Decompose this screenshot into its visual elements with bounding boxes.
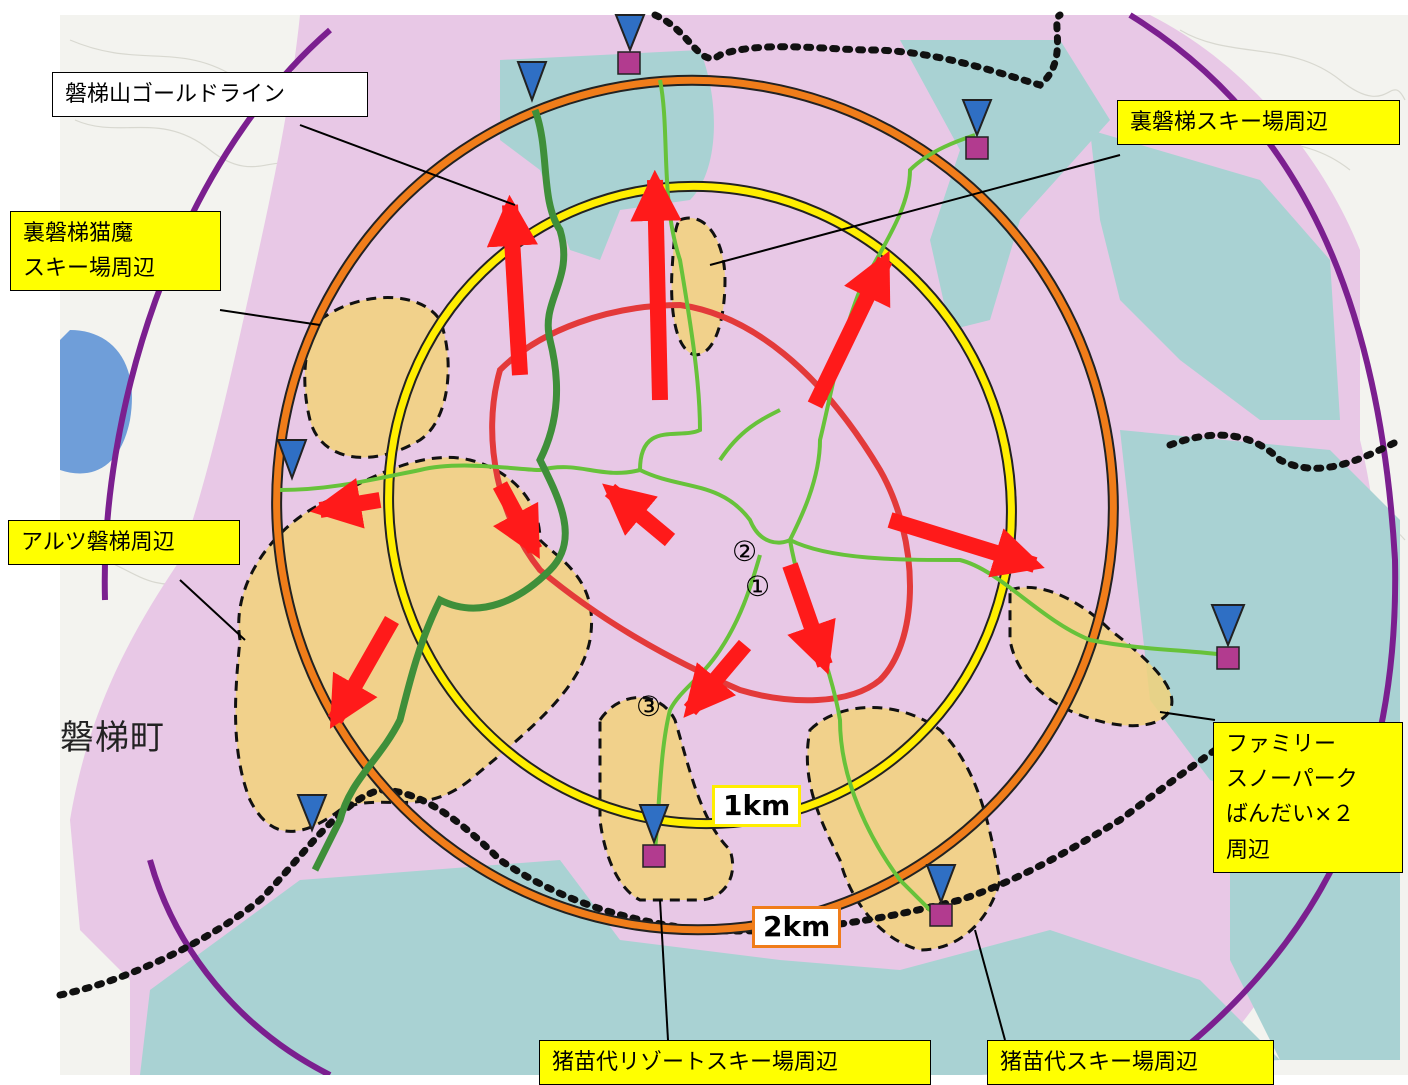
parking-marker xyxy=(961,99,993,160)
parking-marker xyxy=(638,804,670,868)
route-marker-1: ① xyxy=(745,570,771,603)
callout-inawashiro-resort-text: 猪苗代リゾートスキー場周辺 xyxy=(552,1050,839,1075)
callout-family-line3: ばんだい×２ xyxy=(1226,802,1355,828)
callout-inawashiro-ski-text: 猪苗代スキー場周辺 xyxy=(1000,1050,1199,1075)
route-marker-3: ③ xyxy=(636,690,662,723)
parking-marker xyxy=(276,439,308,481)
callout-gold-line: 磐梯山ゴールドライン xyxy=(52,72,368,118)
municipal-boundary xyxy=(56,11,1404,999)
callout-nekoma-line1: 裏磐梯猫魔 xyxy=(23,221,134,246)
parking-marker xyxy=(1210,604,1246,670)
callout-nekoma-line2: スキー場周辺 xyxy=(23,256,156,282)
callout-family-line4: 周辺 xyxy=(1226,837,1271,863)
callout-family: ファミリー スノーパーク ばんだい×２ 周辺 xyxy=(1213,722,1403,873)
parking-marker xyxy=(614,14,646,75)
callout-family-line1: ファミリー xyxy=(1226,732,1337,757)
parking-marker xyxy=(516,61,548,103)
town-name: 磐梯町 xyxy=(60,718,165,758)
parking-marker xyxy=(296,794,328,833)
ring-1km-label: 1km xyxy=(712,785,802,827)
route-marker-2: ② xyxy=(732,535,758,568)
ring-2km-label: 2km xyxy=(752,906,842,948)
callout-alts-text: アルツ磐梯周辺 xyxy=(21,530,175,555)
callout-urabandai-ski-text: 裏磐梯スキー場周辺 xyxy=(1130,110,1329,135)
callout-inawashiro-ski: 猪苗代スキー場周辺 xyxy=(987,1040,1274,1085)
callout-gold-line-text: 磐梯山ゴールドライン xyxy=(65,82,286,107)
flow-arrows xyxy=(309,169,1045,729)
parking-marker xyxy=(925,864,957,927)
parking-markers xyxy=(276,14,1246,927)
gold-line-road xyxy=(311,108,569,872)
callout-urabandai-ski: 裏磐梯スキー場周辺 xyxy=(1117,100,1400,146)
oguninuma-lake xyxy=(60,330,132,474)
callout-alts: アルツ磐梯周辺 xyxy=(8,520,240,566)
callout-nekoma: 裏磐梯猫魔 スキー場周辺 xyxy=(10,211,221,292)
callout-inawashiro-resort: 猪苗代リゾートスキー場周辺 xyxy=(539,1040,931,1085)
crater-zone xyxy=(489,301,913,704)
leader-lines xyxy=(179,124,1216,1041)
callout-family-line2: スノーパーク xyxy=(1226,767,1358,793)
